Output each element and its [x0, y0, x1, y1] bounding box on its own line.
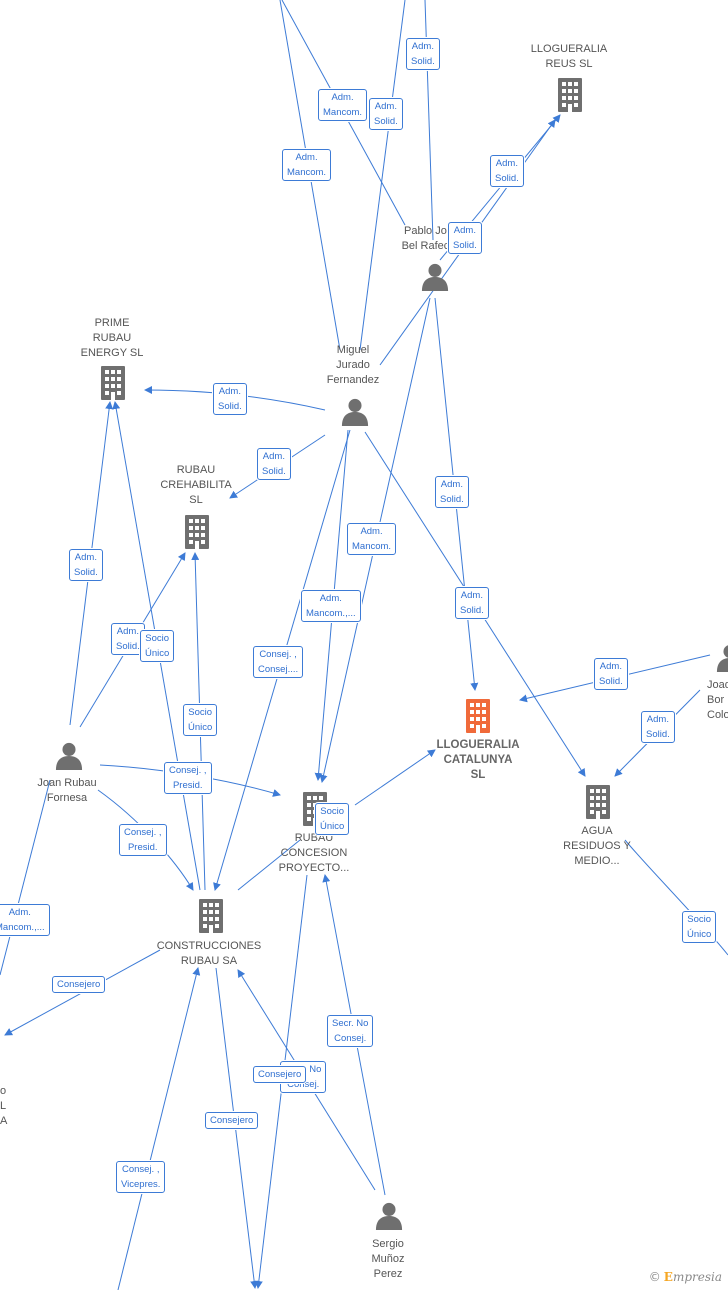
edge-line	[354, 749, 436, 806]
node-label-llogueralia-catalunya[interactable]: LLOGUERALIA CATALUNYA SL	[436, 739, 520, 781]
node-label-miguel[interactable]: Miguel Jurado Fernandez	[326, 344, 380, 386]
edge-label[interactable]: Adm. Mancom.,...	[0, 904, 50, 936]
edge-label[interactable]: Consej. , Vicepres.	[116, 1161, 166, 1193]
edge-label[interactable]: Adm. Solid.	[69, 549, 103, 581]
edge-label[interactable]: Socio Único	[183, 704, 218, 736]
person-icon[interactable]	[341, 398, 369, 426]
edge-label[interactable]: Adm. Mancom.	[347, 523, 397, 555]
edge-label[interactable]: Secr. No Consej.	[327, 1015, 374, 1047]
edge-label[interactable]: Consejero	[52, 976, 106, 993]
node-label-left-partial[interactable]: o L A	[0, 1085, 8, 1127]
person-icon[interactable]	[421, 263, 449, 291]
edge-label[interactable]: Consej. , Consej....	[253, 646, 304, 678]
node-label-llogueralia-reus[interactable]: LLOGUERALIA REUS SL	[530, 43, 608, 70]
edge-label[interactable]: Socio Único	[315, 803, 350, 835]
building-icon[interactable]	[466, 699, 490, 733]
edge-line	[359, 0, 406, 351]
edge-line	[237, 839, 301, 891]
building-icon[interactable]	[199, 899, 223, 933]
edge-label[interactable]: Socio Único	[140, 630, 175, 662]
building-icon[interactable]	[185, 515, 209, 549]
edge-label[interactable]: Socio Único	[682, 911, 717, 943]
edge-label[interactable]: Adm. Solid.	[448, 222, 482, 254]
edge-label[interactable]: Consejero	[253, 1066, 307, 1083]
edge-label[interactable]: Adm. Solid.	[641, 711, 675, 743]
edge-label[interactable]: Adm. Solid.	[257, 448, 291, 480]
edge-line	[424, 0, 434, 241]
person-icon[interactable]	[375, 1202, 403, 1230]
edge-label[interactable]: Consej. , Presid.	[164, 762, 212, 794]
node-label-agua-residuos[interactable]: AGUA RESIDUOS Y MEDIO...	[563, 825, 631, 867]
node-label-joaq[interactable]: Joaq Bor Colo	[707, 679, 728, 721]
edge-line	[117, 967, 201, 1290]
edge-line	[0, 779, 51, 976]
building-icon[interactable]	[558, 78, 582, 112]
person-icon[interactable]	[716, 644, 728, 672]
edge-label[interactable]: Adm. Solid.	[213, 383, 247, 415]
empresia-logo-text: mpresia	[672, 1270, 722, 1284]
edge-label[interactable]: Adm. Solid.	[369, 98, 403, 130]
empresia-logo-initial: E	[663, 1270, 673, 1284]
building-icon[interactable]	[586, 785, 610, 819]
edge-label[interactable]: Consejero	[205, 1112, 259, 1129]
node-label-prime-rubau[interactable]: PRIME RUBAU ENERGY SL	[80, 317, 144, 359]
edge-label[interactable]: Adm. Solid.	[406, 38, 440, 70]
edge-label[interactable]: Consej. , Presid.	[119, 824, 167, 856]
node-label-joan-rubau[interactable]: Joan Rubau Fornesa	[37, 777, 97, 804]
building-icon[interactable]	[101, 366, 125, 400]
node-label-construcciones-rubau[interactable]: CONSTRUCCIONES RUBAU SA	[156, 940, 262, 967]
edge-line	[624, 839, 728, 956]
edge-label[interactable]: Adm. Solid.	[455, 587, 489, 619]
edge-label[interactable]: Adm. Mancom.,...	[301, 590, 361, 622]
edge-label[interactable]: Adm. Mancom.	[282, 149, 332, 181]
person-icon[interactable]	[55, 742, 83, 770]
copyright-symbol: ©	[648, 1270, 661, 1284]
edge-label[interactable]: Adm. Solid.	[594, 658, 628, 690]
node-label-rubau-crehabilita[interactable]: RUBAU CREHABILITA SL	[160, 464, 232, 506]
node-label-rubau-concesion[interactable]: RUBAU CONCESION PROYECTO...	[278, 832, 350, 874]
edge-label[interactable]: Adm. Solid.	[490, 155, 524, 187]
edge-label[interactable]: Adm. Solid.	[435, 476, 469, 508]
empresia-watermark: ©Empresia	[649, 1270, 722, 1284]
node-label-sergio[interactable]: Sergio Muñoz Perez	[371, 1238, 405, 1280]
edge-label[interactable]: Adm. Solid.	[111, 623, 145, 655]
edge-label[interactable]: Adm. Mancom.	[318, 89, 368, 121]
